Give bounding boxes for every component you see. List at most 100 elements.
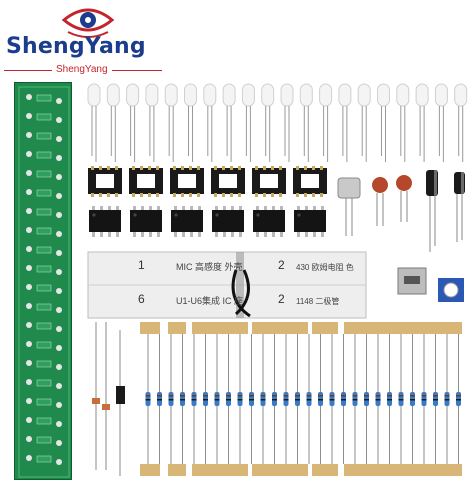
resistor-row [145,334,461,464]
resistor-icon [168,334,174,464]
resistor-icon [260,334,266,464]
brand-subtitle: ShengYang [56,64,108,75]
label-num-2: 2 [278,258,285,272]
ic-chip-icon [89,206,121,237]
resistor-icon [203,334,208,464]
label-text-4: 1148 二极管 [296,297,340,306]
ic-socket-icon [170,166,204,197]
resistor-icon [444,334,450,464]
eye-logo-icon [61,8,115,38]
led-icon [222,83,236,162]
ic-socket-icon [211,166,245,197]
label-text-1: MIC 高感度 外壳 [176,262,243,272]
resistor-icon [145,334,151,464]
tape-strip [252,464,308,476]
led-icon [87,83,101,162]
led-icon [145,83,159,162]
led-icon [106,83,120,162]
led-icon [396,83,410,162]
resistor-icon [295,334,300,464]
usb-connector-icon [397,267,427,295]
tape-strip [140,322,160,334]
led-row [87,83,468,162]
resistor-icon [421,334,427,464]
led-icon [241,83,255,162]
logo-rule-left [4,70,52,71]
led-icon [319,83,333,162]
led-icon [415,83,429,162]
resistor-icon [214,334,220,464]
electrolytic-capacitor-icon [426,170,465,252]
resistor-tape-strips [140,322,462,476]
tape-strip [192,322,248,334]
label-text-3: U1-U6集成 IC 座 [176,296,244,306]
resistor-icon [341,334,346,464]
ic-chip-icon [212,206,244,237]
ic-chip-icon [130,206,162,237]
tape-strip [344,464,462,476]
ic-chip-icon [253,206,285,237]
brand-logo: ShengYang ShengYang [0,0,200,90]
tape-strip [140,464,160,476]
logo-rule-right [112,70,162,71]
resistor-icon [157,334,162,464]
resistor-icon [237,334,243,464]
led-icon [357,83,371,162]
tape-strip [312,322,338,334]
led-icon [261,83,275,162]
label-num-4: 2 [278,292,285,306]
resistor-icon [433,334,438,464]
label-num-1: 1 [138,258,145,272]
resistor-icon [387,334,392,464]
tape-strip [192,464,248,476]
tape-strip [168,464,186,476]
resistor-icon [329,334,335,464]
tape-strip [344,322,462,334]
resistor-icon [456,334,461,464]
potentiometer-icon [438,278,464,302]
microphone-icon [337,177,361,236]
ic-chip-row [89,206,326,237]
ic-socket-icon [293,166,327,197]
led-icon [434,83,448,162]
tape-strip [252,322,308,334]
led-icon [299,83,313,162]
resistor-icon [398,334,404,464]
pcb-traces [18,86,70,478]
led-icon [338,83,352,162]
resistor-icon [180,334,185,464]
resistor-icon [272,334,277,464]
tape-strip [312,464,338,476]
resistor-icon [318,334,323,464]
resistor-icon [306,334,312,464]
resistor-icon [249,334,254,464]
led-icon [377,83,390,162]
ic-socket-icon [252,166,286,197]
ic-socket-icon [88,166,122,197]
label-text-2: 430 欧姆电阻 色 [296,263,354,272]
resistor-icon [375,334,381,464]
led-icon [454,83,468,162]
ceramic-capacitor-icon [372,175,412,226]
led-icon [184,83,197,162]
ic-chip-icon [294,206,326,237]
part-label-strip [87,251,367,319]
resistor-icon [352,334,358,464]
brand-name: ShengYang [6,34,146,59]
led-icon [203,83,217,162]
pcb-board [14,82,72,480]
label-num-3: 6 [138,292,145,306]
ic-socket-row [88,166,327,197]
resistor-icon [364,334,369,464]
diode-icon [92,322,125,476]
led-icon [280,83,294,162]
resistor-icon [191,334,197,464]
resistor-icon [410,334,415,464]
resistor-icon [283,334,289,464]
led-icon [164,83,178,162]
led-icon [126,83,140,162]
ic-socket-icon [129,166,163,197]
resistor-icon [226,334,231,464]
ic-chip-icon [171,206,203,237]
